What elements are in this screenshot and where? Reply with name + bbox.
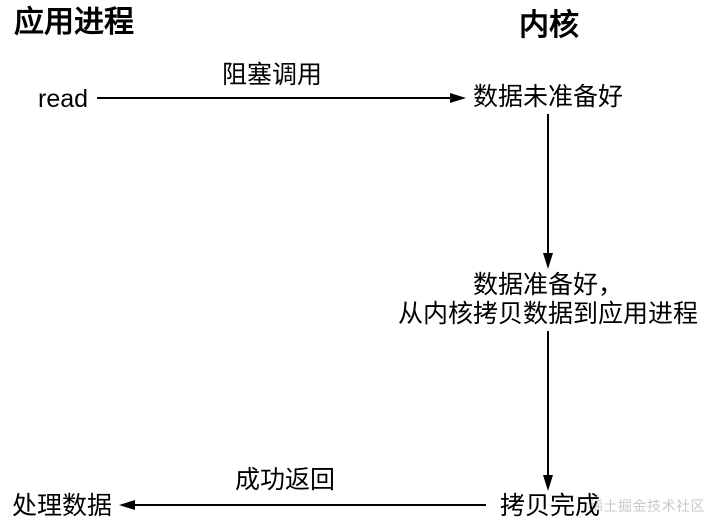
- watermark: 稀土掘金技术社区: [589, 498, 705, 514]
- app-process-heading: 应用进程: [14, 6, 134, 39]
- data-ready-node: 数据准备好， 从内核拷贝数据到应用进程: [398, 271, 698, 329]
- blocking-call-label: 阻塞调用: [221, 61, 323, 89]
- success-return-arrow: [119, 500, 486, 510]
- read-node: read: [38, 85, 89, 113]
- kernel-wait-arrow: [543, 114, 553, 269]
- success-return-label: 成功返回: [234, 466, 336, 494]
- kernel-heading: 内核: [519, 9, 579, 42]
- data-ready-line2: 从内核拷贝数据到应用进程: [397, 300, 699, 328]
- kernel-copy-arrow: [543, 331, 553, 491]
- data-not-ready-node: 数据未准备好: [472, 83, 624, 111]
- process-data-node: 处理数据: [12, 492, 113, 520]
- data-ready-line1: 数据准备好，: [472, 271, 624, 299]
- copy-complete-node: 拷贝完成: [499, 492, 601, 520]
- blocking-call-arrow: [97, 93, 466, 103]
